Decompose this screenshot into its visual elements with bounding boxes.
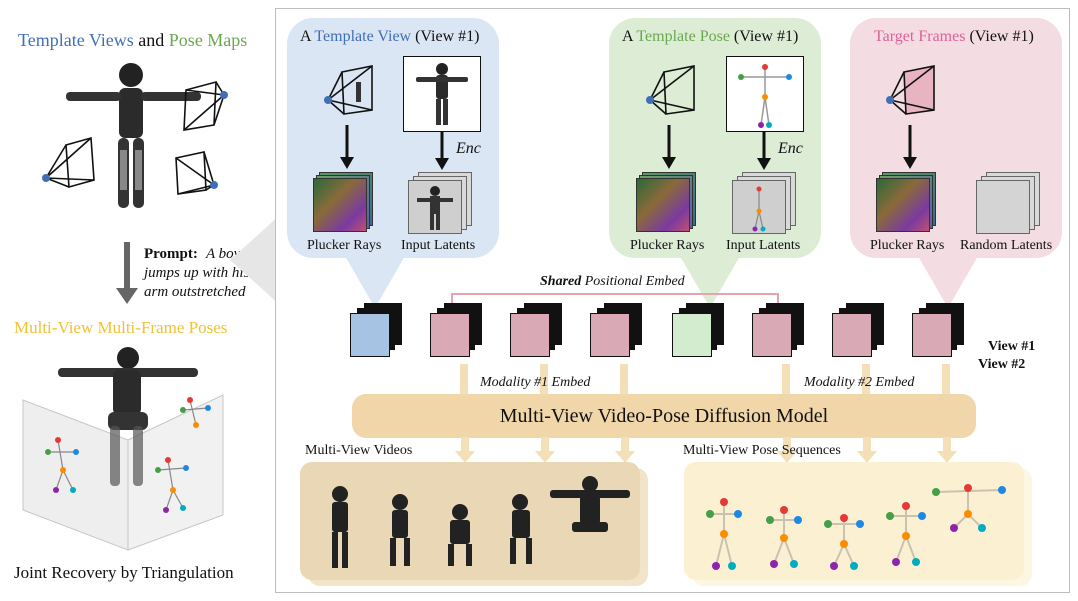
tv-title-a: A [300,28,311,45]
tg-label-latents: Random Latents [960,238,1053,253]
tv-camera-icon [324,65,373,115]
heading-and: and [138,30,165,50]
template-view-title: A Template View (View #1) [300,28,479,46]
token-stack-blue [350,303,406,365]
tv-template-image [403,56,481,132]
view-1-label: View #1 [988,339,1036,354]
token-stack-pink-6 [912,303,968,365]
down-arrow-icon [116,242,138,304]
multi-view-videos-label: Multi-View Videos [305,443,413,458]
panel-connector [230,215,280,305]
tp-title-c: (View #1) [733,28,799,45]
template-view-callout-tail [345,256,405,308]
template-pose-callout-tail [680,256,740,308]
target-callout-tail [918,256,978,308]
tp-skeleton-icon [738,64,792,128]
left-heading: Template Views and Pose Maps [18,30,247,51]
modality-1-embed: Modality #1 Embed [480,375,591,390]
tv-plucker-rays [313,172,373,232]
template-pose-title: A Template Pose (View #1) [622,28,798,46]
tv-input-latents [408,172,472,234]
tp-camera-icon [646,65,695,115]
videos-panel [300,462,640,580]
token-stack-green [672,303,728,365]
tv-arrow-right-icon [435,132,449,170]
pose-sequences-figure [706,484,1006,570]
multi-view-poses-title: Multi-View Multi-Frame Poses [14,318,228,337]
token-stack-pink-1 [430,303,486,365]
prompt-line-2: jumps up with his [144,265,250,281]
triangulation-figure [22,347,224,551]
tv-label-latents: Input Latents [401,238,476,253]
tv-title-b: Template View [314,28,412,45]
connector-3 [620,364,628,394]
modality-2-embed: Modality #2 Embed [804,375,915,390]
token-stack-pink-2 [510,303,566,365]
tp-title-b: Template Pose [636,28,730,45]
jumping-person [58,347,198,486]
camera-icon-left [45,136,95,189]
connector-5 [862,364,870,394]
tp-plucker-rays [636,172,696,232]
tp-label-rays: Plucker Rays [630,238,705,253]
token-stack-pink-3 [590,303,646,365]
tg-title-a: Target Frames [874,28,966,45]
pose-skeleton-right [157,459,187,511]
view-2-label: View #2 [978,357,1026,372]
tv-arrow-left-icon [340,125,354,169]
connector-6 [942,364,950,394]
tv-person-icon [416,63,468,125]
template-views-figure [42,63,228,208]
camera-icon-right-bottom [175,151,215,195]
tg-label-rays: Plucker Rays [870,238,945,253]
camera-dot-right-bottom [210,181,218,189]
pose-skeleton-top [182,399,209,426]
prompt-line-3: arm outstretched [144,284,246,300]
tv-label-rays: Plucker Rays [307,238,382,253]
shared-positional-embed: Shared Positional Embed [540,274,685,290]
tp-enc-label: Enc [778,140,803,157]
prompt-label: Prompt: [144,246,198,262]
shared-bold: Shared [540,274,582,289]
camera-icon-right-top [183,80,225,131]
camera-dot-right-top [220,91,228,99]
tg-plucker-rays [876,172,936,232]
tv-title-c: (View #1) [415,28,480,45]
pose-sequences-panel [684,462,1024,580]
connector-4 [782,364,790,394]
token-stack-pink-4 [752,303,808,365]
token-stack-pink-5 [832,303,888,365]
tg-arrow-icon [903,125,917,169]
connector-1 [460,364,468,394]
tp-pose-image [726,56,804,132]
pose-skeleton-left [48,439,76,491]
connector-2 [540,364,548,394]
diffusion-model-label: Multi-View Video-Pose Diffusion Model [499,404,829,427]
positional-embed-text: Positional Embed [584,274,685,289]
tp-title-a: A [622,28,633,45]
target-title: Target Frames (View #1) [874,28,1034,46]
prompt-line-1: A boy [206,246,241,262]
heading-pose-maps: Pose Maps [168,30,248,50]
tg-title-c: (View #1) [969,28,1034,45]
video-frames-figure [332,476,630,568]
multi-view-pose-sequences-label: Multi-View Pose Sequences [683,443,841,458]
tp-arrow-right-icon [757,132,771,170]
tp-input-latents [732,172,796,234]
tg-camera-icon [886,65,935,115]
diffusion-model-bar: Multi-View Video-Pose Diffusion Model [352,394,976,438]
output-arrows [455,437,957,463]
heading-template-views: Template Views [18,30,134,50]
camera-dot-left [42,174,50,182]
tg-random-latents [976,172,1040,234]
bottom-caption: Joint Recovery by Triangulation [14,563,234,582]
tv-enc-label: Enc [456,140,481,157]
tp-label-latents: Input Latents [726,238,801,253]
person-figure [66,63,201,208]
tp-arrow-left-icon [662,125,676,169]
